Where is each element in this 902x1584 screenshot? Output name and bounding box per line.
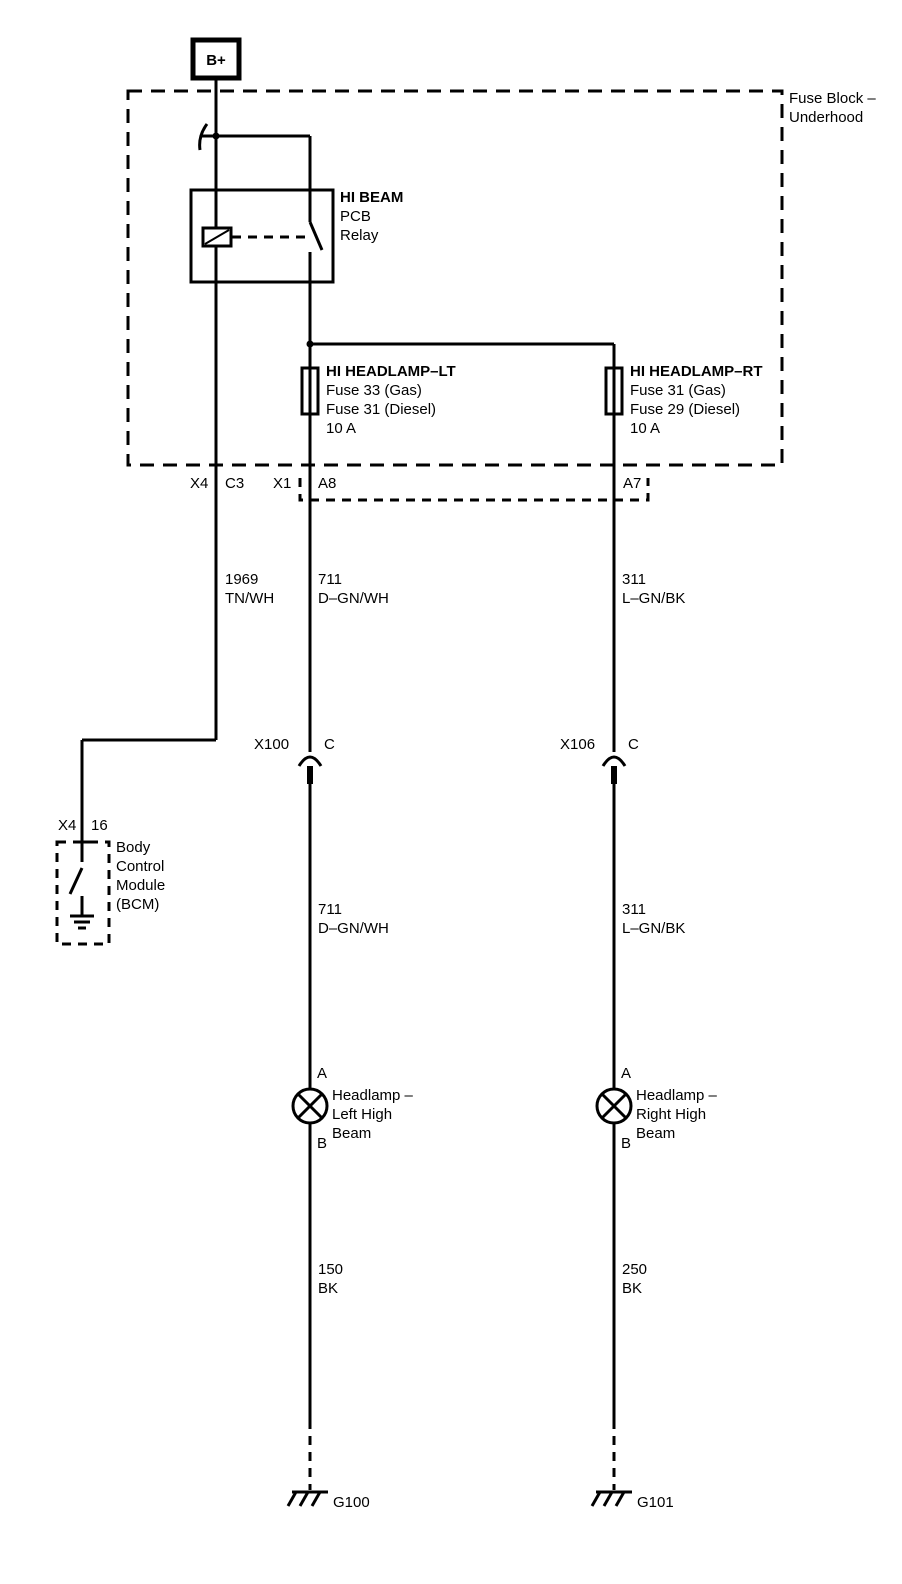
wire-250-color: BK bbox=[622, 1280, 642, 1297]
right-headlamp-bulb-icon bbox=[595, 1087, 633, 1125]
fuse-rt-rating: 10 A bbox=[630, 420, 660, 437]
relay-label-line3: Relay bbox=[340, 227, 379, 244]
bcm-label-line2: Control bbox=[116, 858, 164, 875]
connector-x100-label: X100 bbox=[254, 736, 289, 753]
ground-g100-icon bbox=[286, 1490, 328, 1507]
bcm-switch-icon bbox=[68, 867, 84, 895]
bcm-connector-label: X4 bbox=[58, 817, 76, 834]
right-lamp-label-line1: Headlamp – bbox=[636, 1087, 718, 1104]
right-lamp-label-line2: Right High bbox=[636, 1106, 706, 1123]
connector-x100-pin: C bbox=[324, 736, 335, 753]
wire-150-color: BK bbox=[318, 1280, 338, 1297]
connector-x1-pin-a7: A7 bbox=[623, 475, 641, 492]
wire-711-lower-color: D–GN/WH bbox=[318, 920, 389, 937]
bcm-outline bbox=[55, 840, 111, 946]
ground-g101-icon bbox=[590, 1490, 632, 1507]
wire-311-lower-color: L–GN/BK bbox=[622, 920, 685, 937]
wire-250-circuit: 250 bbox=[622, 1261, 647, 1278]
connector-x1-pin-a8: A8 bbox=[318, 475, 336, 492]
bcm-label-line3: Module bbox=[116, 877, 165, 894]
relay-label-line2: PCB bbox=[340, 208, 371, 225]
fuse-lt-rating: 10 A bbox=[326, 420, 356, 437]
connector-x106-label: X106 bbox=[560, 736, 595, 753]
relay-switch-icon bbox=[308, 221, 324, 251]
bcm-label-line4: (BCM) bbox=[116, 896, 159, 913]
ground-g100-label: G100 bbox=[333, 1494, 370, 1511]
connector-x100-icon bbox=[297, 755, 323, 767]
fuse-block-outline bbox=[126, 89, 784, 467]
fuse-block-label-line1: Fuse Block – bbox=[789, 90, 876, 107]
wire-1969-color: TN/WH bbox=[225, 590, 274, 607]
connector-x4-pin-c3: C3 bbox=[225, 475, 244, 492]
wire-311-upper-circuit: 311 bbox=[622, 571, 646, 588]
relay-label-line1: HI BEAM bbox=[340, 189, 403, 206]
ground-g101-label: G101 bbox=[637, 1494, 674, 1511]
bcm-connector-pin: 16 bbox=[91, 817, 108, 834]
left-lamp-label-line3: Beam bbox=[332, 1125, 371, 1142]
connector-x106-icon bbox=[601, 755, 627, 767]
wire-150-circuit: 150 bbox=[318, 1261, 343, 1278]
right-lamp-label-line3: Beam bbox=[636, 1125, 675, 1142]
connector-x1-outline bbox=[298, 478, 650, 502]
wire-711-lower-circuit: 711 bbox=[318, 901, 342, 918]
fuse-lt-line2: Fuse 31 (Diesel) bbox=[326, 401, 436, 418]
wire-311-lower-circuit: 311 bbox=[622, 901, 646, 918]
left-headlamp-bulb-icon bbox=[291, 1087, 329, 1125]
fuse-rt-name: HI HEADLAMP–RT bbox=[630, 363, 763, 380]
right-lamp-pin-a: A bbox=[621, 1065, 631, 1082]
bcm-ground-icon bbox=[70, 914, 94, 930]
fuse-rt-line1: Fuse 31 (Gas) bbox=[630, 382, 726, 399]
left-lamp-pin-b: B bbox=[317, 1135, 327, 1152]
fuse-lt-line1: Fuse 33 (Gas) bbox=[326, 382, 422, 399]
left-lamp-pin-a: A bbox=[317, 1065, 327, 1082]
battery-label: B+ bbox=[206, 52, 226, 69]
fuse-block-label-line2: Underhood bbox=[789, 109, 863, 126]
connector-x1-label: X1 bbox=[273, 475, 291, 492]
fuse-lt-name: HI HEADLAMP–LT bbox=[326, 363, 456, 380]
hi-beam-relay bbox=[189, 188, 335, 284]
wire-711-upper-color: D–GN/WH bbox=[318, 590, 389, 607]
wire-1969-circuit: 1969 bbox=[225, 571, 258, 588]
connector-x106-pin: C bbox=[628, 736, 639, 753]
bcm-label-line1: Body bbox=[116, 839, 151, 856]
wire-311-upper-color: L–GN/BK bbox=[622, 590, 685, 607]
battery-positive-source: B+ bbox=[190, 37, 242, 81]
right-lamp-pin-b: B bbox=[621, 1135, 631, 1152]
left-lamp-label-line2: Left High bbox=[332, 1106, 392, 1123]
connector-x4-label: X4 bbox=[190, 475, 208, 492]
wire-711-upper-circuit: 711 bbox=[318, 571, 342, 588]
left-lamp-label-line1: Headlamp – bbox=[332, 1087, 414, 1104]
fuse-rt-line2: Fuse 29 (Diesel) bbox=[630, 401, 740, 418]
